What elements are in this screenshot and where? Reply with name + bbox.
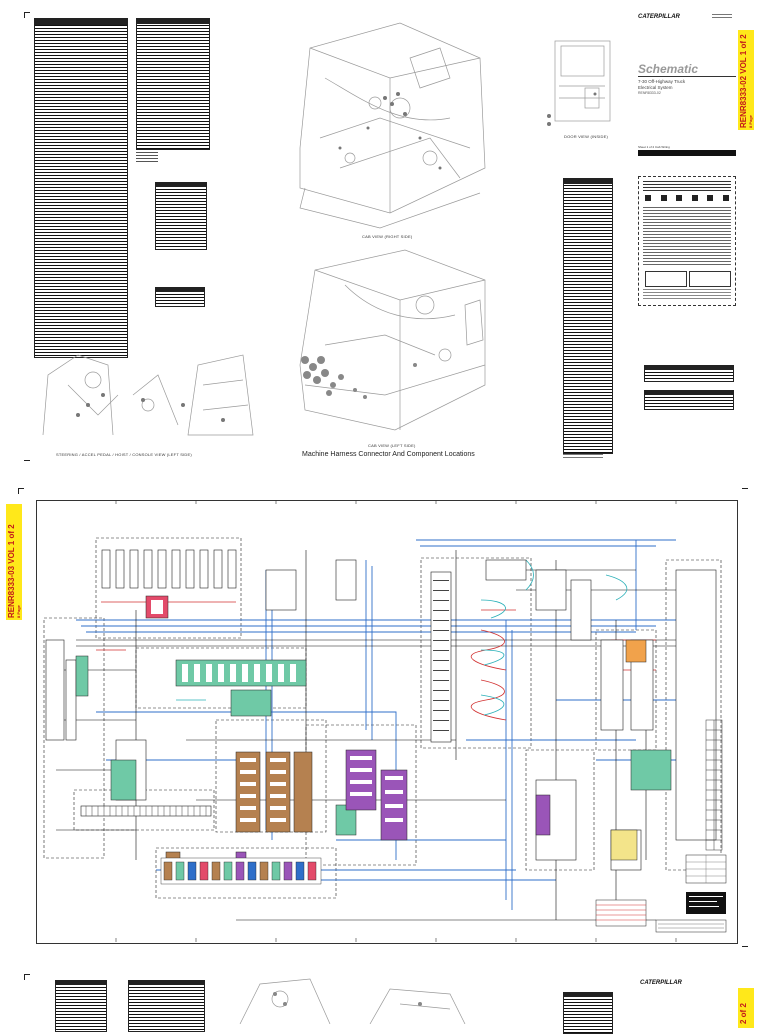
sheet-caption: Machine Harness Connector And Component …: [302, 451, 475, 458]
registration-mark: [742, 946, 748, 947]
caterpillar-logo: CATERPILLAR: [638, 14, 680, 20]
volume-tab-bottom: 2 of 2: [738, 988, 754, 1028]
schematic-title: Schematic: [638, 62, 699, 76]
connector-table-left: [34, 18, 128, 358]
part-number-table: [644, 390, 734, 410]
title-black-band: [638, 150, 736, 156]
bottom-cab-drawing: [239, 978, 466, 1024]
registration-mark: [24, 460, 30, 461]
registration-mark: [18, 488, 19, 494]
volume-tab-middle: RENR8333-03 VOL 1 of 2 8 Page: [6, 504, 22, 620]
component-locator-table: [563, 178, 613, 454]
bottom-connector-table-1: [55, 980, 107, 1032]
registration-mark: [742, 488, 748, 489]
electrical-schematic: [43, 500, 727, 942]
schematic-subtitle-2: Electrical System: [638, 85, 673, 90]
steering-console-view-drawing: [42, 354, 254, 436]
registration-mark: [24, 974, 30, 975]
bottom-locator-table: [563, 992, 613, 1034]
connector-summary-table: [155, 287, 205, 307]
cab-right-view-drawing: [299, 22, 486, 229]
top-sheet: CAB VIEW (RIGHT SIDE) CAB VIEW (LEFT SID…: [0, 0, 768, 470]
cab-left-view-drawing: [299, 249, 486, 431]
volume-tab-top: RENR8333-02 VOL 1 of 2 8 Page: [738, 30, 754, 130]
bottom-brand-logo: CATERPILLAR: [640, 980, 682, 986]
door-view-label: DOOR VIEW (INSIDE): [564, 134, 609, 139]
cab-right-view-label: CAB VIEW (RIGHT SIDE): [362, 234, 413, 239]
table-footnote: [136, 152, 158, 162]
registration-mark: [24, 12, 30, 13]
sheet-revision-table: [644, 365, 734, 382]
schematic-code: RENR8333-02: [638, 91, 661, 95]
registration-mark: [24, 12, 25, 18]
title-rule: [638, 76, 736, 77]
registration-mark: [24, 974, 25, 980]
bottom-sheet: CATERPILLAR 2 of 2: [0, 966, 768, 1034]
steering-view-label: STEERING / ACCEL PEDAL / HOIST / CONSOLE…: [56, 452, 192, 457]
warning-symbols-box: [638, 176, 736, 306]
registration-mark: [18, 488, 24, 489]
door-view-drawing: [547, 40, 611, 126]
doc-small-note: [712, 14, 732, 20]
middle-sheet: RENR8333-03 VOL 1 of 2 8 Page: [0, 480, 768, 960]
title-band-note: Sheet 1 of 2 Cab Wiring: [638, 145, 670, 149]
bottom-connector-table-2: [128, 980, 205, 1032]
schematic-subtitle-1: 7-30 Off-Highway Truck: [638, 79, 686, 84]
component-table: [155, 182, 207, 250]
schematic-frame: [36, 500, 738, 944]
connector-table-middle: [136, 18, 210, 150]
cab-left-view-label: CAB VIEW (LEFT SIDE): [368, 443, 416, 448]
locator-footnote: [563, 454, 603, 460]
